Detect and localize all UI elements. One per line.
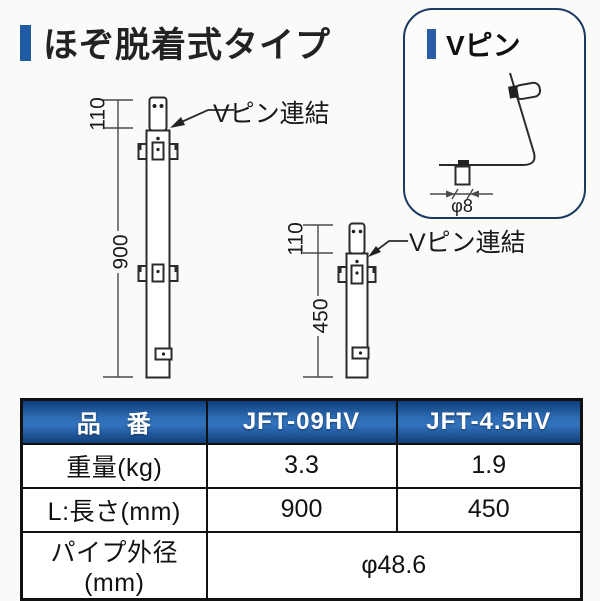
- header-model-jft45hv: JFT-4.5HV: [395, 398, 583, 445]
- row-pipe-diameter: パイプ外径(mm) φ48.6: [20, 530, 583, 600]
- length-jft45hv: 450: [395, 486, 583, 533]
- left-pole-drawing: [137, 96, 179, 379]
- vpin-clip-loop: [513, 81, 542, 101]
- right-pole-drawing: [337, 222, 377, 379]
- row-weight: 重量(kg) 3.3 1.9: [20, 442, 583, 489]
- weight-jft09hv: 3.3: [205, 442, 398, 489]
- left-dim-110: 110: [87, 97, 110, 130]
- spec-table: 品 番 JFT-09HV JFT-4.5HV 重量(kg) 3.3 1.9 L:…: [20, 398, 583, 601]
- left-pole-tenon: [148, 96, 168, 132]
- header-model-jft09hv: JFT-09HV: [205, 398, 398, 445]
- left-vpin-link-label: Vピン連結: [213, 100, 330, 128]
- left-pole-pipe: [145, 129, 171, 379]
- vpin-detail-box: Vピン φ8: [403, 8, 586, 219]
- right-vpin-link-callout: Vピン連結: [368, 229, 526, 257]
- header-part-number: 品 番: [20, 398, 208, 445]
- right-pole-dimensions: 110 450: [285, 222, 333, 378]
- spec-table-header-row: 品 番 JFT-09HV JFT-4.5HV: [20, 398, 583, 445]
- pipe-diameter-value: φ48.6: [205, 530, 583, 600]
- left-dim-900: 900: [110, 234, 133, 269]
- right-pole-tenon: [348, 222, 366, 255]
- vpin-cross-section: [454, 165, 471, 186]
- left-vpin-link-callout: Vピン連結: [170, 100, 330, 128]
- left-pole-dimensions: 110 900: [87, 97, 133, 378]
- row-pipe-diameter-label: パイプ外径(mm): [20, 530, 208, 600]
- length-jft09hv: 900: [205, 486, 398, 533]
- left-pole-upper-bracket: [137, 141, 179, 161]
- vpin-diameter-label: φ8: [451, 196, 473, 216]
- vpin-diagram: φ8: [430, 72, 542, 216]
- title-accent-bar: [20, 24, 31, 61]
- page-title: ほぞ脱着式タイプ: [43, 26, 332, 65]
- vpin-accent-bar: [427, 29, 436, 59]
- vpin-title: Vピン: [446, 30, 521, 61]
- right-pole-bracket: [337, 264, 377, 285]
- right-dim-110: 110: [285, 222, 308, 255]
- vpin-clip-block: [508, 85, 519, 99]
- right-dim-450: 450: [310, 298, 333, 333]
- pole-drawings: 110 900 Vピン連結: [87, 96, 526, 379]
- row-length: L:長さ(mm) 900 450: [20, 486, 583, 533]
- weight-jft45hv: 1.9: [395, 442, 583, 489]
- right-vpin-link-label: Vピン連結: [409, 229, 526, 257]
- vpin-title-row: Vピン: [427, 24, 521, 64]
- left-pole-middle-bracket: [137, 263, 179, 283]
- vpin-diameter-dimension: φ8: [430, 188, 493, 216]
- vpin-wire: [439, 72, 536, 166]
- row-weight-label: 重量(kg): [20, 442, 208, 489]
- vpin-cross-section-cap: [458, 160, 469, 166]
- page-title-row: ほぞ脱着式タイプ: [20, 17, 331, 68]
- row-length-label: L:長さ(mm): [20, 486, 208, 533]
